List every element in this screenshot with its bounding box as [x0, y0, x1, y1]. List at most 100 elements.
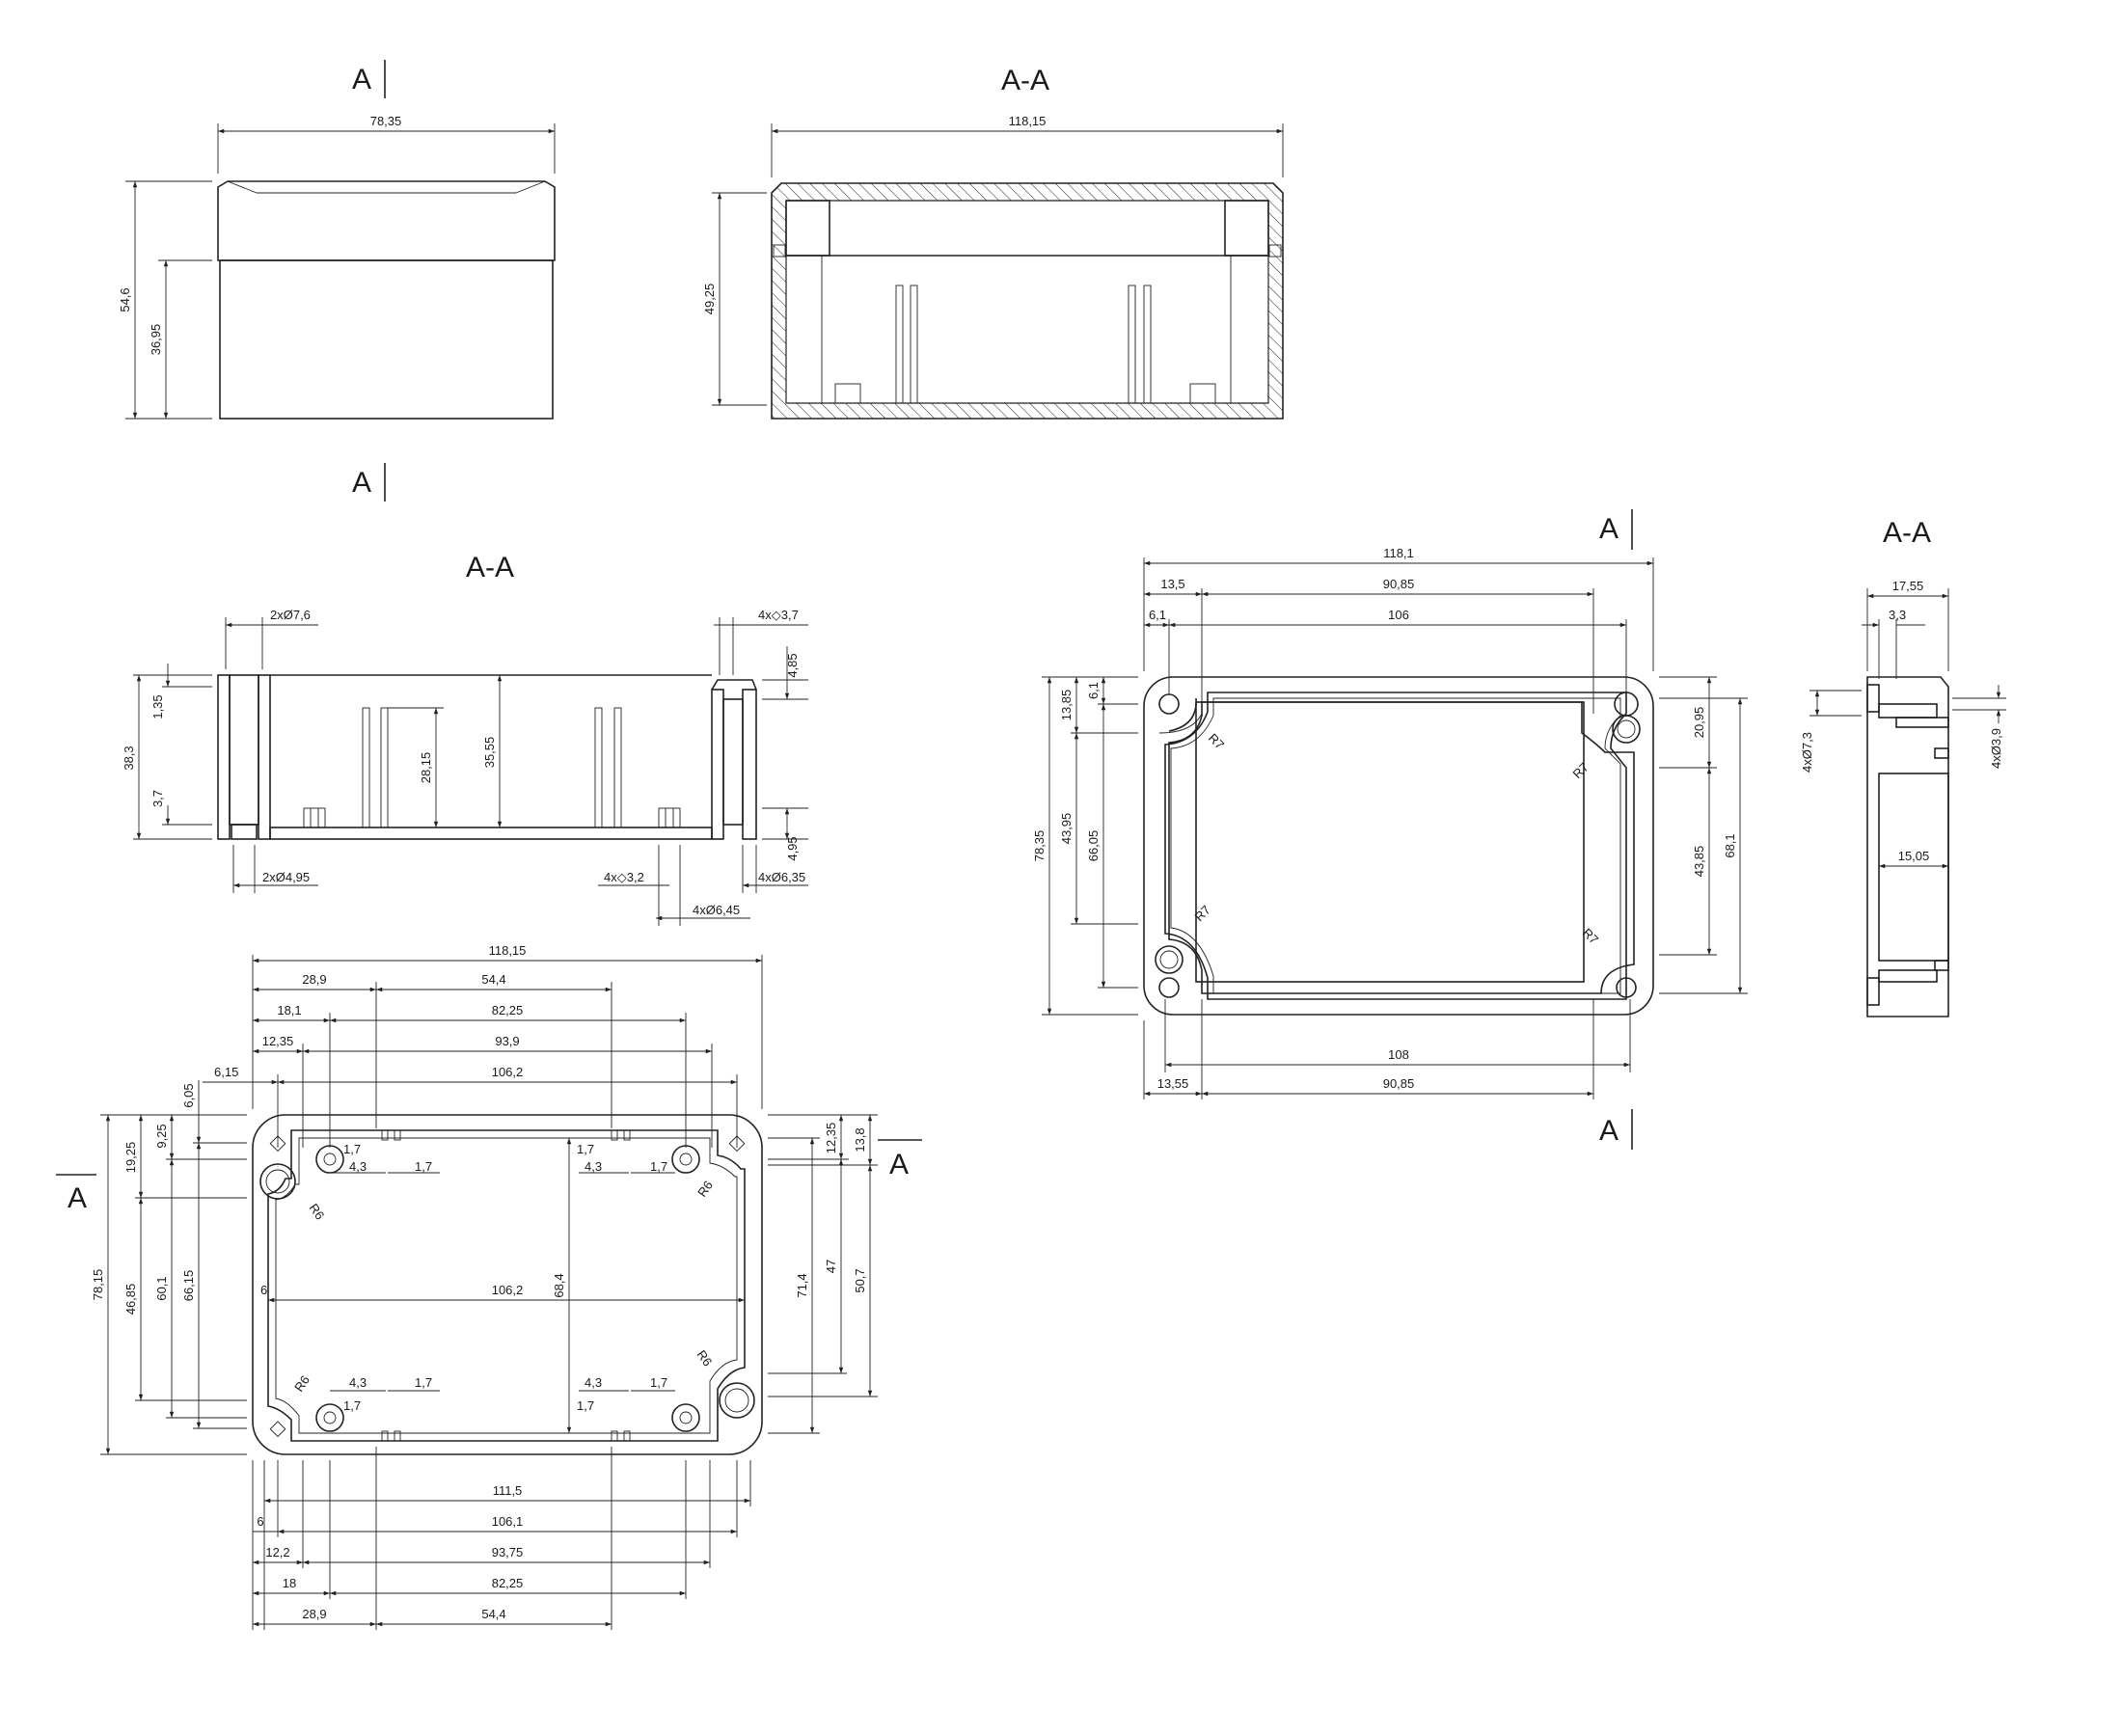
dim: 71,4 — [795, 1273, 809, 1297]
view-section-side: A-A 118,15 49,25 — [702, 65, 1284, 420]
dim: 1,7 — [650, 1159, 667, 1174]
dim: 6,1 — [1086, 682, 1101, 699]
dim-overall-width: 118,1 — [1383, 546, 1414, 560]
dim: 6,05 — [181, 1083, 196, 1107]
dim: 90,85 — [1383, 577, 1415, 591]
dim: 13,5 — [1160, 577, 1184, 591]
dim: 47 — [824, 1260, 838, 1273]
view-base-plan: A A 118,1 13,5 90,85 6,1 106 — [1032, 509, 1748, 1150]
dim-outer-hole: 4xØ6,35 — [758, 870, 805, 884]
dim: 18,1 — [277, 1003, 301, 1017]
dim-overall-height: 78,15 — [91, 1269, 105, 1301]
dim-width: 78,35 — [370, 114, 402, 128]
dim: 12,2 — [265, 1545, 289, 1560]
dim: 15,05 — [1898, 849, 1930, 863]
dim-boss-height: 4,95 — [785, 836, 800, 860]
section-label-a: A — [889, 1149, 909, 1180]
dim: 28,9 — [302, 1607, 326, 1621]
dim: 46,85 — [123, 1284, 138, 1316]
dim: 6,1 — [1149, 608, 1166, 622]
dim: 12,35 — [824, 1123, 838, 1154]
dim: 13,55 — [1157, 1076, 1189, 1091]
dim: 20,95 — [1692, 707, 1706, 739]
dim: 66,05 — [1086, 830, 1101, 862]
dim: 50,7 — [853, 1268, 867, 1292]
dim-width: 17,55 — [1892, 579, 1924, 593]
section-title: A-A — [1883, 517, 1931, 549]
dim: 1,7 — [415, 1375, 432, 1390]
section-label-a: A — [352, 64, 371, 95]
radius-label: R7 — [1206, 731, 1227, 752]
dim-overall-width: 118,15 — [489, 943, 527, 958]
dim: 82,25 — [492, 1576, 524, 1590]
section-label-a: A — [352, 467, 371, 499]
dim: 106 — [1388, 608, 1409, 622]
dim: 4xØ7,3 — [1800, 732, 1814, 773]
dim: 106,1 — [492, 1514, 524, 1529]
dim: 1,7 — [343, 1398, 361, 1413]
dim: 3,3 — [1889, 608, 1906, 622]
dim: 90,85 — [1383, 1076, 1415, 1091]
dim: 106,2 — [492, 1283, 524, 1297]
dim: 60,1 — [154, 1276, 169, 1300]
dim-hole-bottom: 2xØ4,95 — [262, 870, 310, 884]
dim-height-total: 54,6 — [118, 287, 132, 312]
dim: 13,8 — [853, 1127, 867, 1152]
dim: 1,7 — [650, 1375, 667, 1390]
dim: 6 — [260, 1283, 267, 1297]
radius-label: R6 — [694, 1178, 716, 1199]
dim: 1,7 — [577, 1398, 594, 1413]
dim-inner-height: 35,55 — [482, 737, 497, 769]
dim: 1,7 — [415, 1159, 432, 1174]
dim-total-height: 38,3 — [122, 746, 136, 770]
dim-height-base: 36,95 — [149, 324, 163, 356]
dim: 6 — [257, 1514, 263, 1529]
dim: 68,1 — [1723, 833, 1737, 857]
radius-label: R6 — [307, 1201, 328, 1222]
dim: 4,3 — [349, 1375, 367, 1390]
dim-rim: 1,35 — [150, 694, 165, 719]
dim: 6,15 — [214, 1065, 238, 1079]
section-title: A-A — [466, 552, 514, 583]
section-title: A-A — [1001, 65, 1049, 96]
view-lid-plan: A A 118,15 28,9 54,4 18,1 — [56, 943, 922, 1630]
section-label-a: A — [68, 1182, 87, 1214]
dim: 66,15 — [181, 1270, 196, 1302]
dim: 68,4 — [552, 1273, 566, 1297]
radius-label: R6 — [291, 1372, 313, 1394]
dim-square-bottom: 4x◇3,2 — [604, 870, 644, 884]
dim: 4,3 — [585, 1375, 602, 1390]
dim: 93,9 — [495, 1034, 519, 1048]
dim-boss-dia: 4xØ6,45 — [693, 903, 740, 917]
dim: 106,2 — [492, 1065, 524, 1079]
section-label-a: A — [1599, 1115, 1619, 1147]
dim: 111,5 — [493, 1483, 523, 1498]
view-section-lid: A-A 2xØ7,6 4x◇3,7 4,85 — [122, 552, 808, 926]
dim: 18 — [283, 1576, 296, 1590]
view-front-elevation: A A 78,35 54,6 36,95 — [118, 60, 556, 502]
dim: 12,35 — [262, 1034, 294, 1048]
dim-overall-height: 78,35 — [1032, 830, 1047, 862]
dim: 43,85 — [1692, 846, 1706, 878]
section-label-a: A — [1599, 513, 1619, 545]
dim: 1,7 — [343, 1142, 361, 1156]
radius-label: R6 — [694, 1347, 716, 1369]
radius-label: R7 — [1570, 760, 1592, 781]
dim: 9,25 — [154, 1124, 169, 1148]
radius-label: R7 — [1192, 903, 1213, 924]
dim-base-step: 3,7 — [150, 790, 165, 807]
dim: 108 — [1388, 1047, 1409, 1062]
dim: 4,3 — [349, 1159, 367, 1174]
dim: 54,4 — [481, 1607, 505, 1621]
view-section-base: A-A 17,55 3,3 4xØ7,3 4xØ3,9 15,05 — [1800, 517, 2006, 1017]
dim: 54,4 — [481, 972, 505, 987]
dim: 28,9 — [302, 972, 326, 987]
dim-square-top: 4x◇3,7 — [758, 608, 799, 622]
dim-depth: 4,85 — [785, 653, 800, 677]
dim: 13,85 — [1059, 690, 1074, 721]
dim: 43,95 — [1059, 813, 1074, 845]
dim-hole-top: 2xØ7,6 — [270, 608, 311, 622]
dim-width: 118,15 — [1009, 114, 1047, 128]
dim: 4xØ3,9 — [1989, 728, 2003, 769]
